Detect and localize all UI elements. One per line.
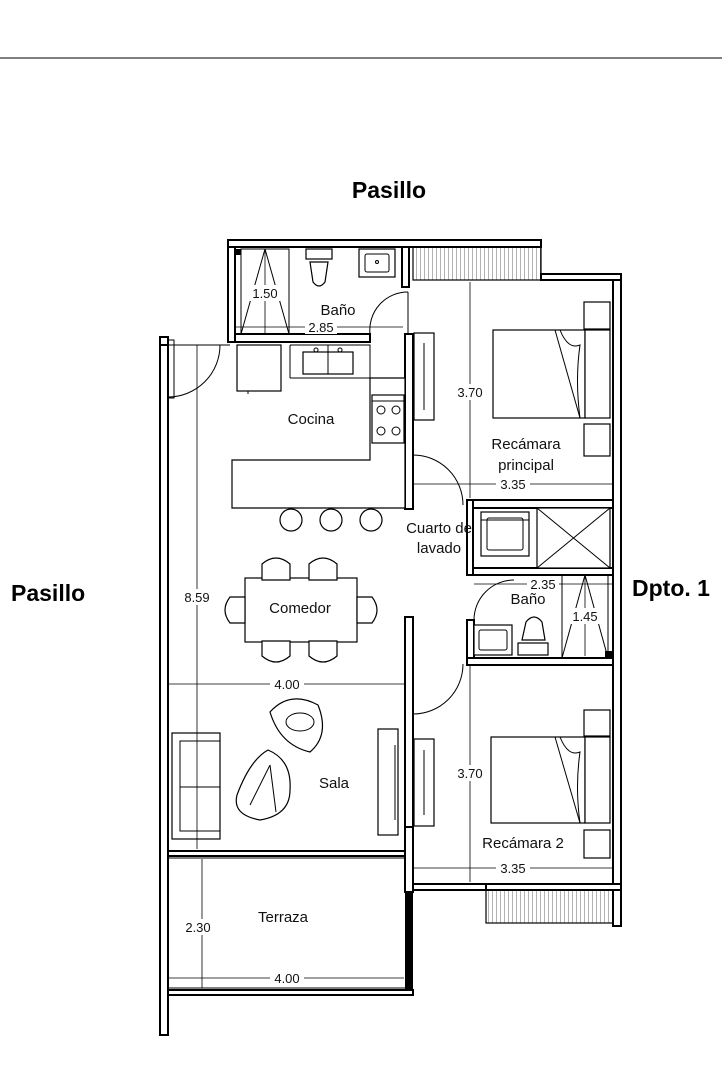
room-label-recamara-principal-2: principal — [498, 457, 554, 474]
terraza-fixtures — [168, 857, 405, 989]
room-label-sala: Sala — [319, 775, 350, 792]
lavado-fixtures — [472, 507, 611, 569]
room-label-recamara-principal-1: Recámara — [491, 436, 561, 453]
room-label-bano2: Baño — [510, 591, 545, 608]
room-label-bano1: Baño — [320, 302, 355, 319]
dim-total-height: 8.59 — [184, 590, 209, 605]
bano1-fixtures — [240, 248, 409, 335]
comedor-fixtures — [224, 557, 378, 663]
dim-recamara-principal-width: 3.35 — [500, 477, 525, 492]
dim-bano2-width: 2.35 — [530, 577, 555, 592]
bano2-fixtures — [473, 574, 609, 659]
recamara2-fixtures — [413, 709, 611, 885]
dimension-texts: 1.50 2.85 3.70 3.35 8.59 2.35 1.45 4.00 … — [181, 285, 600, 986]
sala-fixtures — [171, 663, 464, 840]
room-label-cuarto-lavado-2: lavado — [417, 540, 461, 557]
dim-terraza-height: 2.30 — [185, 920, 210, 935]
balcony-top — [412, 246, 542, 281]
pasillo-left-label: Pasillo — [11, 580, 85, 606]
room-label-comedor: Comedor — [269, 600, 331, 617]
dimension-lines — [168, 250, 612, 988]
dim-recamara-principal-height: 3.70 — [457, 385, 482, 400]
dim-bano1-height: 1.50 — [252, 286, 277, 301]
dim-sala-width: 4.00 — [274, 677, 299, 692]
pasillo-top-label: Pasillo — [352, 177, 426, 203]
dim-bano1-width: 2.85 — [308, 320, 333, 335]
dim-bano2-height: 1.45 — [572, 609, 597, 624]
dpto-label: Dpto. 1 — [632, 575, 710, 601]
room-label-cuarto-lavado-1: Cuarto de — [406, 520, 472, 537]
room-label-terraza: Terraza — [258, 909, 309, 926]
dim-terraza-width: 4.00 — [274, 971, 299, 986]
recamara-principal-fixtures — [412, 301, 611, 506]
walls — [159, 239, 622, 1036]
dim-recamara2-height: 3.70 — [457, 766, 482, 781]
balcony-bottom — [485, 889, 614, 924]
room-label-recamara2: Recámara 2 — [482, 835, 564, 852]
kitchen-fixtures — [167, 339, 406, 532]
dim-recamara2-width: 3.35 — [500, 861, 525, 876]
room-label-cocina: Cocina — [288, 411, 335, 428]
